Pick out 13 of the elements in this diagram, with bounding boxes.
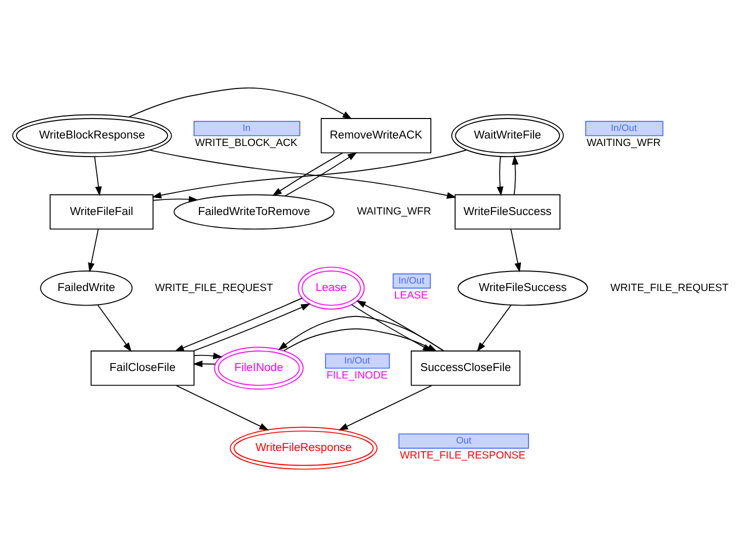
node-label: In/Out: [398, 275, 424, 286]
node-label: WRITE_FILE_REQUEST: [154, 282, 274, 294]
node-label: WRITE_FILE_RESPONSE: [400, 450, 526, 462]
node-label: In/Out: [610, 122, 637, 134]
node-label: WRITE_BLOCK_ACK: [194, 138, 298, 149]
node-label: FILE_INODE: [326, 370, 388, 382]
node-label: In: [242, 122, 251, 134]
node-label: WAITING_WFR: [356, 206, 432, 218]
node-label: In/Out: [344, 355, 370, 366]
node-label: LEASE: [394, 290, 428, 302]
node-label: WRITE_FILE_REQUEST: [610, 282, 729, 294]
node-label: WAITING_WFR: [586, 138, 661, 149]
node-label: Out: [456, 435, 472, 446]
